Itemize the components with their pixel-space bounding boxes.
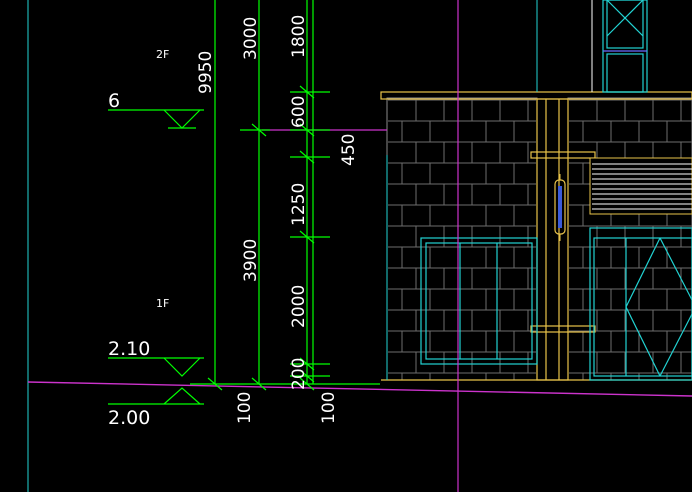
dim-lintel: 1250: [289, 183, 309, 226]
ground-window: [420, 237, 538, 365]
dim-sill: 200: [289, 358, 309, 390]
dim-band: 600: [289, 96, 309, 128]
dim-window: 2000: [289, 285, 309, 328]
vent-grille: [589, 157, 692, 215]
brick-wall: [386, 97, 692, 381]
dim-lower-storey: 3900: [241, 239, 261, 282]
wall-lamp: [554, 174, 566, 241]
dim-upper-storey: 3000: [241, 17, 261, 60]
dimension-lines: [190, 0, 380, 391]
ground-line: [27, 381, 692, 397]
dim-parapet: 1800: [289, 15, 309, 58]
level-value-mid: 2.10: [108, 338, 150, 360]
dim-base-right: 100: [319, 392, 339, 424]
level-marker-top: [108, 109, 204, 129]
upper-window: [602, 0, 648, 93]
dim-overall: 9950: [196, 51, 216, 94]
floor-label-1f: 1F: [156, 297, 169, 310]
dim-band-offset: 450: [339, 134, 359, 166]
ground-door: [589, 227, 692, 381]
level-value-bottom: 2.00: [108, 407, 150, 429]
level-value-top: 6: [108, 90, 120, 112]
level-marker-bottom: [108, 387, 204, 405]
floor-label-2f: 2F: [156, 48, 169, 61]
level-marker-mid: [108, 357, 204, 377]
dim-base-left: 100: [235, 392, 255, 424]
